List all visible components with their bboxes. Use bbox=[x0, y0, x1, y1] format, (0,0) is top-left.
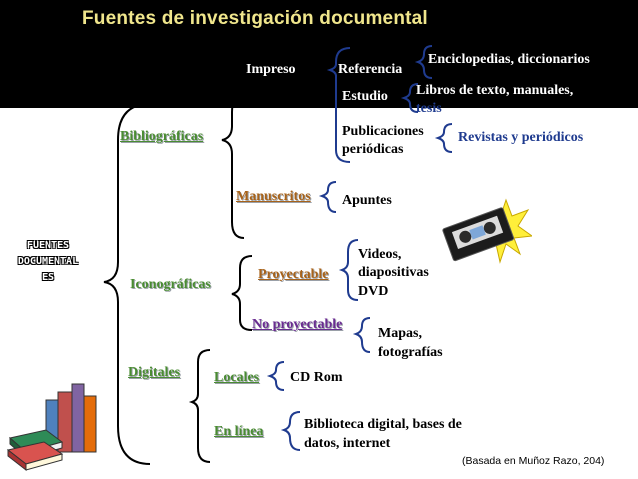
label-apuntes: Apuntes bbox=[342, 193, 392, 208]
label-publicaciones-1: Publicaciones bbox=[342, 124, 424, 139]
label-biblioteca-2: datos, internet bbox=[304, 436, 391, 451]
label-en-linea: En línea bbox=[214, 424, 264, 439]
label-locales: Locales bbox=[214, 370, 260, 385]
category-digitales: Digitales bbox=[128, 365, 181, 380]
root-line-1: FUENTES bbox=[26, 240, 70, 251]
label-estudio: Estudio bbox=[342, 89, 388, 104]
label-revistas: Revistas y periódicos bbox=[458, 130, 584, 145]
books-icon bbox=[6, 383, 97, 472]
label-impreso: Impreso bbox=[246, 62, 296, 77]
label-proyectable-item-1: Videos, bbox=[358, 247, 402, 262]
label-proyectable-item-3: DVD bbox=[358, 284, 389, 299]
label-libros-1: Libros de texto, manuales, bbox=[416, 83, 574, 98]
label-enciclopedias: Enciclopedias, diccionarios bbox=[428, 52, 590, 67]
label-referencia: Referencia bbox=[338, 62, 403, 77]
label-no-proyectable: No proyectable bbox=[252, 317, 343, 332]
label-libros-2: tesis bbox=[416, 101, 442, 116]
label-biblioteca-1: Biblioteca digital, bases de bbox=[304, 417, 462, 432]
label-cd-rom: CD Rom bbox=[290, 370, 343, 385]
label-proyectable-item-2: diapositivas bbox=[358, 265, 429, 280]
label-publicaciones-2: periódicas bbox=[342, 142, 404, 157]
label-no-proyectable-item-1: Mapas, bbox=[378, 326, 422, 341]
source-note: (Basada en Muñoz Razo, 204) bbox=[462, 455, 605, 467]
label-manuscritos: Manuscritos bbox=[236, 189, 311, 204]
category-iconograficas: Iconográficas bbox=[130, 277, 211, 292]
title-bar bbox=[0, 0, 638, 108]
videotape-icon bbox=[442, 198, 532, 264]
root-line-3: ES bbox=[41, 272, 55, 283]
label-no-proyectable-item-2: fotografías bbox=[378, 345, 443, 360]
root-line-2: DOCUMENTAL bbox=[17, 256, 79, 267]
page-title: Fuentes de investigación documental bbox=[82, 8, 428, 29]
category-bibliograficas: Bibliográficas bbox=[120, 129, 204, 144]
label-proyectable: Proyectable bbox=[258, 267, 329, 282]
root-label: FUENTES DOCUMENTAL ES bbox=[4, 238, 92, 286]
